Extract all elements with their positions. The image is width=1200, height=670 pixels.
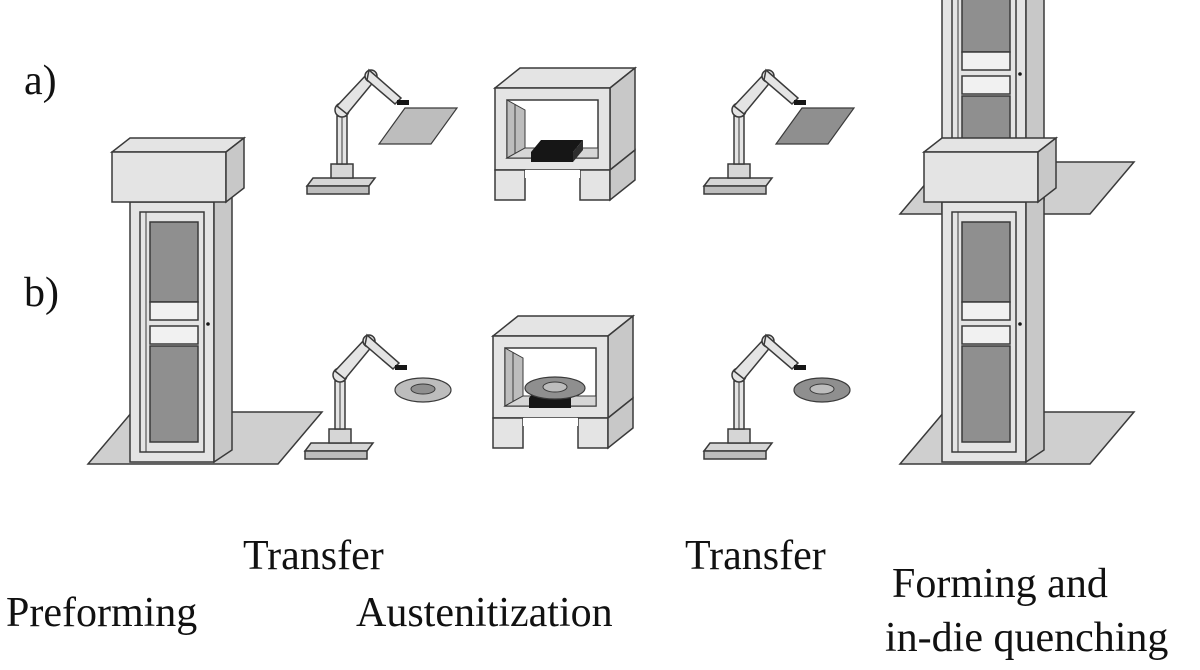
row-a-process-line [306,0,1135,215]
transfer-robot-2-row-b [703,334,851,460]
row-b-process-line [87,137,1135,465]
label-transfer-2: Transfer [685,533,826,579]
transfer-robot-2-row-a [703,69,856,195]
transfer-robot-1-row-a [306,69,459,195]
sheet-blank [377,107,459,145]
label-austenitization: Austenitization [356,590,613,636]
furnace-row-a [494,67,636,201]
preforming-press-row-b [87,137,323,465]
furnace-row-b [492,315,634,449]
transfer-robot-1-row-b [304,334,452,460]
label-preforming: Preforming [6,590,198,636]
label-transfer-1: Transfer [243,533,384,579]
label-forming-line2: in-die quenching [885,615,1169,661]
sheet-blank-hot [774,107,856,145]
row-label-b: b) [24,270,59,316]
row-label-a: a) [24,58,57,104]
label-forming-line1: Forming and [892,561,1108,607]
